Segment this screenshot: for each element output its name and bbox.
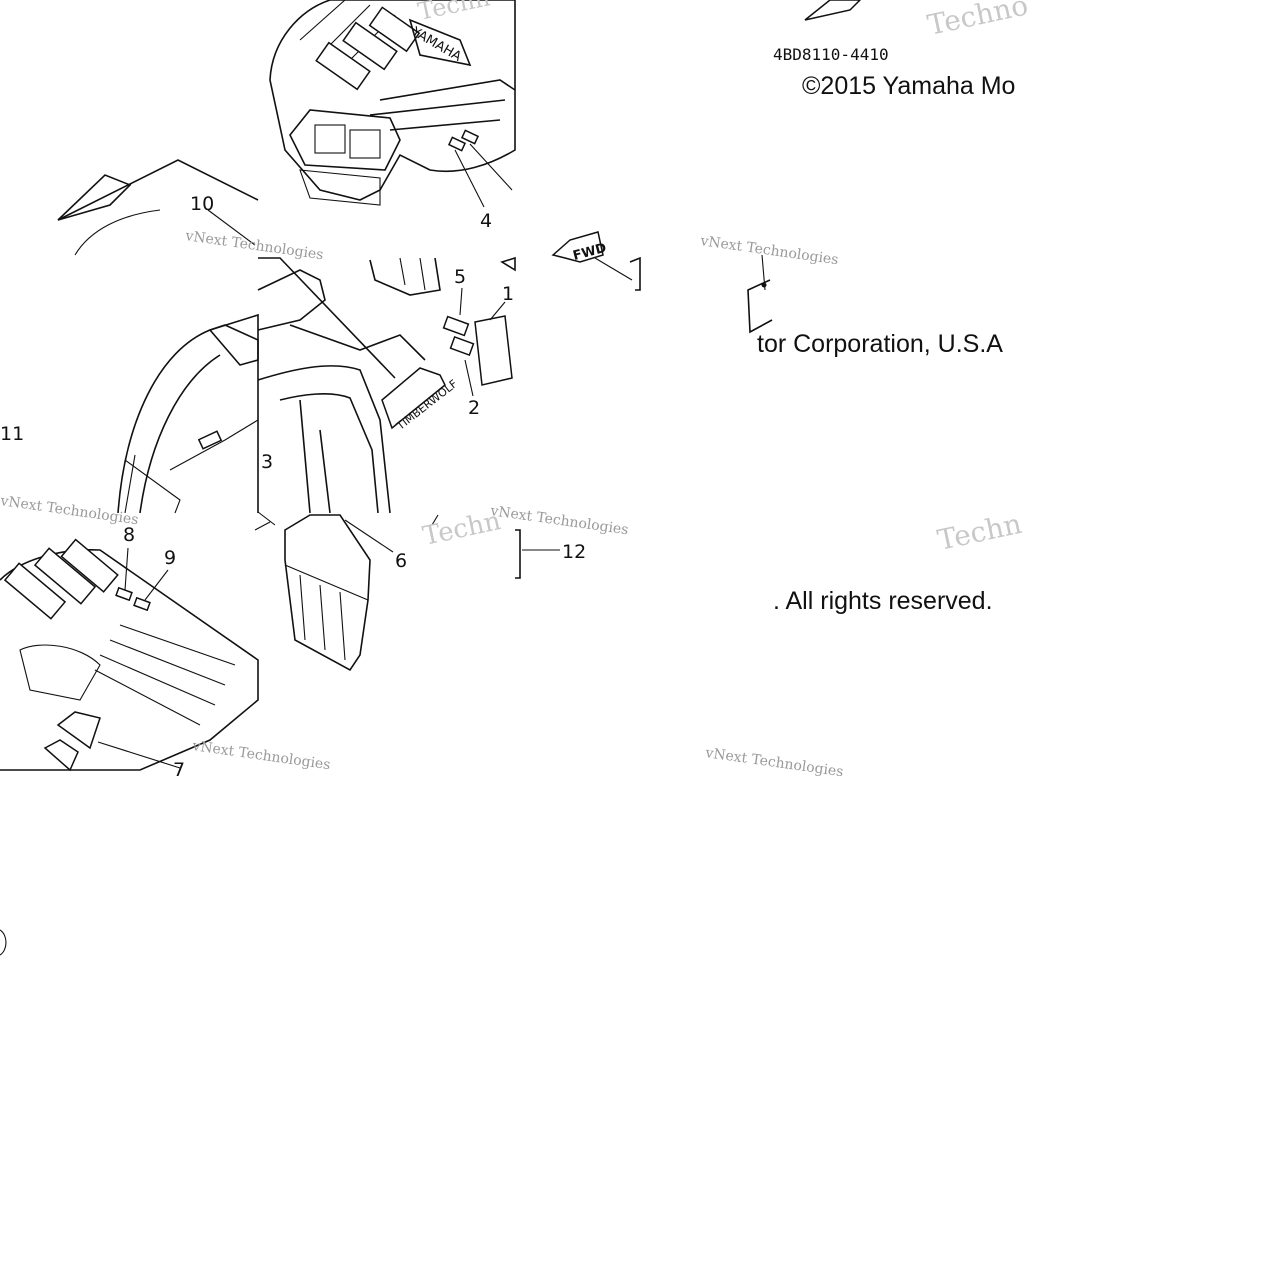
copyright-line-1: ©2015 Yamaha Mo xyxy=(802,72,1016,100)
watermark-vnext-2: vNext Technologies xyxy=(698,233,839,268)
callout-9: 9 xyxy=(164,547,176,569)
fwd-decal-right xyxy=(551,231,641,291)
callout-7: 7 xyxy=(173,759,185,781)
fwd-arrow-decal-top xyxy=(804,0,862,21)
callout-1: 1 xyxy=(502,283,514,305)
center-fender-drawing xyxy=(257,256,516,514)
callout-2: 2 xyxy=(468,397,480,419)
watermark-techno-1: Techno xyxy=(925,0,1031,42)
watermark-techno-2: Techn xyxy=(935,507,1025,557)
watermark-vnext-5: vNext Technologies xyxy=(0,493,139,528)
copyright-line-2: tor Corporation, U.S.A xyxy=(757,330,1003,358)
watermark-vnext-3: vNext Technologies xyxy=(190,738,331,773)
callout-12: 12 xyxy=(562,541,586,563)
copyright-line-3: . All rights reserved. xyxy=(773,587,993,615)
callout-3: 3 xyxy=(261,451,273,473)
watermark-vnext-6: vNext Technologies xyxy=(488,503,629,538)
callout-4: 4 xyxy=(480,210,492,232)
rear-fender-drawing xyxy=(57,159,259,514)
hang-tag xyxy=(747,254,773,334)
callout-11: 11 xyxy=(0,423,24,445)
watermark-techno-3: Techn xyxy=(415,0,492,26)
callout-8: 8 xyxy=(123,524,135,546)
callout-10: 10 xyxy=(190,193,214,215)
rear-rack-drawing xyxy=(0,538,259,956)
watermark-vnext-1: vNext Technologies xyxy=(183,228,324,263)
callout-6: 6 xyxy=(395,550,407,572)
callout-5: 5 xyxy=(454,266,466,288)
mud-flap-drawing xyxy=(254,511,560,672)
watermark-vnext-4: vNext Technologies xyxy=(703,745,844,780)
front-cowl-drawing xyxy=(269,0,516,208)
part-number: 4BD8110-4410 xyxy=(773,45,889,64)
